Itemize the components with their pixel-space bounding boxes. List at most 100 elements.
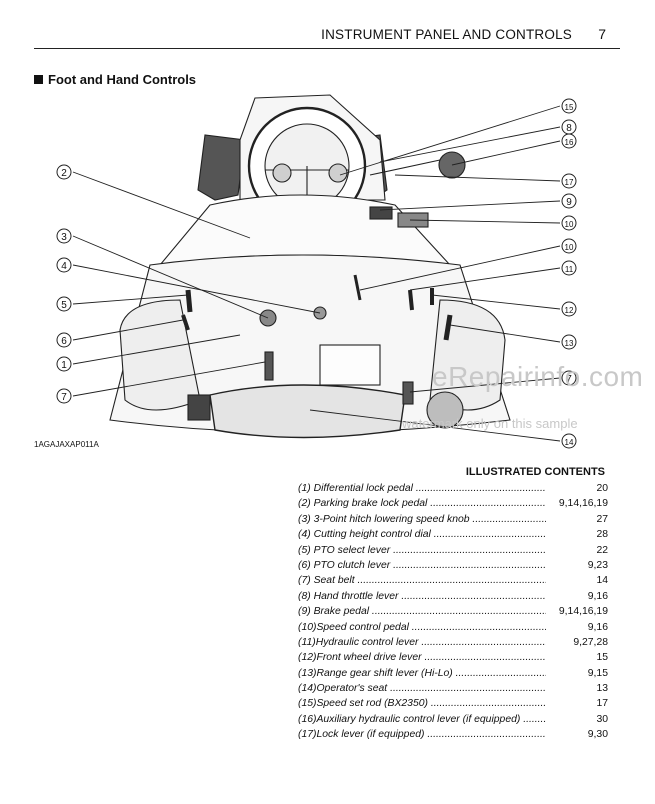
- fuel-cap: [426, 391, 464, 429]
- figure-code: 1AGAJAXAP011A: [34, 440, 99, 449]
- svg-text:14: 14: [565, 438, 574, 447]
- list-item: (10)Speed control pedal ................…: [298, 620, 608, 635]
- square-bullet-icon: [34, 75, 43, 84]
- callout-14: 14: [561, 433, 577, 449]
- item-page: 9,15: [587, 667, 608, 679]
- callout-7-right: 7: [561, 370, 577, 386]
- list-item: (17)Lock lever (if equipped) ...........…: [298, 727, 608, 742]
- list-item: (8) Hand throttle lever ................…: [298, 589, 608, 604]
- svg-text:17: 17: [565, 178, 574, 187]
- list-item: (12)Front wheel drive lever ............…: [298, 650, 608, 665]
- section-heading: Foot and Hand Controls: [34, 72, 196, 87]
- item-page: 15: [596, 652, 608, 664]
- callout-12: 12: [561, 301, 577, 317]
- operator-seat: [209, 384, 406, 439]
- rear-tire-left: [197, 134, 246, 201]
- pedal-9: [369, 206, 393, 220]
- item-page: 9,14,16,19: [558, 606, 608, 618]
- callout-1: 1: [56, 356, 72, 372]
- item-label: (6) PTO clutch lever ...................…: [298, 559, 546, 571]
- svg-text:9: 9: [566, 197, 572, 208]
- lever-11: [353, 274, 362, 301]
- list-item: (14)Operator's seat ....................…: [298, 681, 608, 696]
- item-page: 27: [596, 513, 608, 525]
- callout-5: 5: [56, 296, 72, 312]
- callout-3: 3: [56, 228, 72, 244]
- svg-text:7: 7: [61, 392, 67, 403]
- item-label: (4) Cutting height control dial ........…: [298, 529, 546, 541]
- callout-10-top: 10: [561, 215, 577, 231]
- callout-11: 11: [561, 260, 577, 276]
- item-label: (1) Differential lock pedal ............…: [298, 483, 546, 494]
- seat-belt-left: [264, 351, 274, 381]
- gauge-left: [272, 163, 292, 183]
- gauge-right: [328, 163, 348, 183]
- item-page: 9,30: [587, 729, 608, 741]
- callout-9: 9: [561, 193, 577, 209]
- svg-text:15: 15: [565, 103, 574, 112]
- list-item: (3) 3-Point hitch lowering speed knob ..…: [298, 512, 608, 527]
- pedal-1: [187, 394, 211, 421]
- item-page: 22: [596, 544, 608, 556]
- svg-text:10: 10: [565, 220, 574, 229]
- callout-17: 17: [561, 173, 577, 189]
- contents-title: ILLUSTRATED CONTENTS: [465, 466, 605, 478]
- svg-text:10: 10: [565, 243, 574, 252]
- tractor-controls-diagram: 2 3 4 5 6 1 7 15 8 16 17 9 10 10 11 12 1…: [56, 94, 577, 449]
- lever-16-rod: [369, 159, 441, 176]
- list-item: (4) Cutting height control dial ........…: [298, 527, 608, 542]
- seat-belt-right: [402, 381, 414, 405]
- item-page: 28: [596, 529, 608, 541]
- item-page: 14: [596, 575, 608, 587]
- watermark-main: eRepairinfo.com: [432, 361, 644, 392]
- item-page: 30: [596, 713, 608, 725]
- item-page: 9,16: [587, 621, 608, 633]
- callout-4: 4: [56, 257, 72, 273]
- item-label: (16)Auxiliary hydraulic control lever (i…: [298, 713, 546, 725]
- callout-2: 2: [56, 164, 72, 180]
- lever-6: [181, 314, 190, 331]
- callout-10-bottom: 10: [561, 238, 577, 254]
- item-label: (12)Front wheel drive lever ............…: [298, 652, 546, 664]
- list-item: (13)Range gear shift lever (Hi-Lo) .....…: [298, 666, 608, 681]
- section-title: Foot and Hand Controls: [48, 72, 197, 87]
- svg-text:5: 5: [61, 300, 67, 311]
- item-page: 9,16: [587, 590, 608, 602]
- item-label: (8) Hand throttle lever ................…: [298, 590, 546, 602]
- svg-text:1: 1: [61, 360, 67, 371]
- item-label: (11)Hydraulic control lever ............…: [298, 636, 546, 648]
- svg-text:4: 4: [61, 261, 67, 272]
- list-item: (7) Seat belt ..........................…: [298, 573, 608, 588]
- callout-15: 15: [561, 98, 577, 114]
- list-item: (1) Differential lock pedal ............…: [298, 481, 608, 496]
- lever-5: [185, 289, 193, 313]
- item-label: (17)Lock lever (if equipped) ...........…: [298, 729, 546, 741]
- item-label: (9) Brake pedal ........................…: [298, 606, 546, 618]
- watermark-sub: watermark only on this sample: [402, 416, 578, 431]
- header-title: INSTRUMENT PANEL AND CONTROLS: [321, 27, 572, 42]
- item-page: 9,23: [587, 559, 608, 571]
- item-page: 9,14,16,19: [558, 498, 608, 510]
- item-page: 13: [596, 683, 608, 695]
- svg-text:8: 8: [566, 123, 572, 134]
- svg-text:13: 13: [565, 339, 574, 348]
- item-page: 20: [596, 483, 608, 494]
- item-page: 17: [596, 698, 608, 710]
- item-page: 9,27,28: [573, 636, 608, 648]
- svg-text:3: 3: [61, 232, 67, 243]
- item-label: (10)Speed control pedal ................…: [298, 621, 546, 633]
- item-label: (3) 3-Point hitch lowering speed knob ..…: [298, 513, 546, 525]
- list-item: (16)Auxiliary hydraulic control lever (i…: [298, 712, 608, 727]
- svg-text:6: 6: [61, 336, 67, 347]
- page-number: 7: [598, 26, 606, 42]
- svg-text:2: 2: [61, 168, 67, 179]
- svg-text:7: 7: [566, 374, 572, 385]
- callout-6: 6: [56, 332, 72, 348]
- callout-16: 16: [561, 133, 577, 149]
- callout-13: 13: [561, 334, 577, 350]
- item-label: (13)Range gear shift lever (Hi-Lo) .....…: [298, 667, 546, 679]
- list-item: (15)Speed set rod (BX2350) .............…: [298, 696, 608, 711]
- page-header: INSTRUMENT PANEL AND CONTROLS 7: [34, 24, 620, 49]
- lever-13: [443, 314, 453, 341]
- callout-7-left: 7: [56, 388, 72, 404]
